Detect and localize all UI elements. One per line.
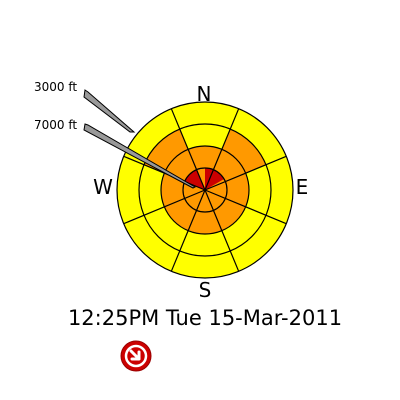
rose-rings <box>116 101 294 279</box>
altitude-pointer-7000 <box>83 123 197 189</box>
rose-spoke-6 <box>123 189 206 225</box>
rose-ring-3 <box>138 123 272 257</box>
rose-cell-s0-r1 <box>188 146 222 170</box>
rose-cell-s1-r3 <box>230 108 287 165</box>
rose-ring-1 <box>182 167 228 213</box>
rose-cell-s4-r0 <box>196 190 214 213</box>
rose-cell-s2-r3 <box>265 156 293 224</box>
compass-east-label: E <box>296 175 309 199</box>
rose-cell-s3-r1 <box>213 198 246 231</box>
compass-north-label: N <box>197 82 212 106</box>
rose-cell-s6-r3 <box>117 156 145 224</box>
rose-cell-s6-r1 <box>161 173 185 207</box>
altitude-pointer-3000 <box>83 89 136 133</box>
rose-spoke-4 <box>204 189 240 272</box>
compass-south-label: S <box>199 278 212 302</box>
rose-cell-s2-r1 <box>225 173 249 207</box>
rose-spoke-2 <box>204 155 287 191</box>
rose-cell-s0-r2 <box>179 124 231 150</box>
rose-spoke-1 <box>204 108 240 191</box>
rose-cell-s4-r3 <box>171 250 239 278</box>
rose-cell-s2-r2 <box>245 164 271 216</box>
rose-cell-s7-r3 <box>123 108 180 165</box>
compass-west-label: W <box>93 175 113 199</box>
rose-cell-s6-r2 <box>139 164 165 216</box>
rose-cell-s5-r2 <box>144 206 189 251</box>
rose-cell-s2-r0 <box>205 181 228 199</box>
rose-cell-s4-r1 <box>188 210 222 234</box>
rose-cell-s1-r2 <box>221 129 266 174</box>
altitude-label-3000: 3000 ft <box>34 80 77 94</box>
rose-ring-4 <box>116 101 294 279</box>
rose-cell-s1-r1 <box>213 149 246 182</box>
rose-spoke-3 <box>204 189 287 225</box>
rose-cell-s5-r3 <box>123 215 180 272</box>
rose-cell-s7-r2 <box>144 129 189 174</box>
arrow-circle-icon[interactable] <box>120 340 152 372</box>
rose-ring-2 <box>160 145 250 235</box>
rose-cell-s5-r1 <box>164 198 197 231</box>
altitude-label-7000: 7000 ft <box>34 118 77 132</box>
rose-cell-s0-r3 <box>171 102 239 130</box>
timestamp: 12:25PM Tue 15-Mar-2011 <box>67 306 343 330</box>
rose-spoke-5 <box>170 189 206 272</box>
rose-spoke-0 <box>170 108 206 191</box>
rose-cell-s3-r2 <box>221 206 266 251</box>
rose-cell-s3-r3 <box>230 215 287 272</box>
rose-cell-s4-r2 <box>179 230 231 256</box>
